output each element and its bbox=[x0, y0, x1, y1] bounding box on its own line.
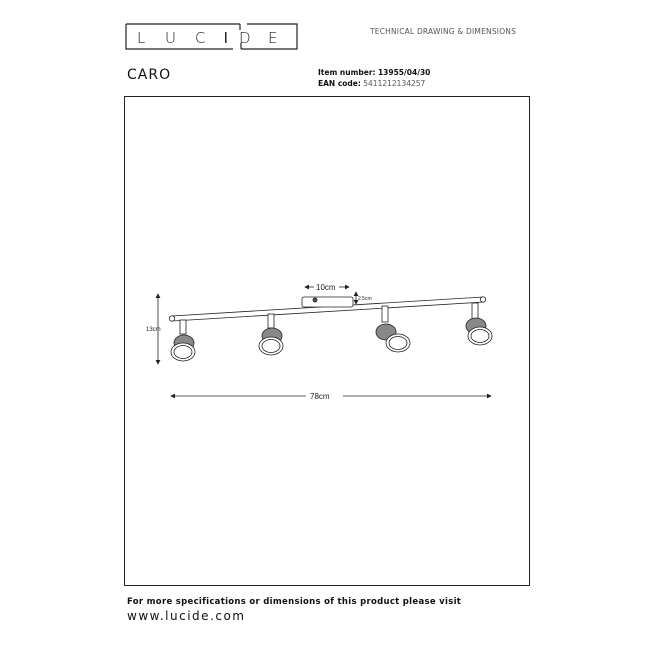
dim-length-label: 78cm bbox=[310, 392, 330, 401]
dim-height-label: 13cm bbox=[146, 327, 161, 333]
item-number-label: Item number: bbox=[318, 68, 376, 77]
drawing-frame bbox=[124, 96, 530, 586]
website-link[interactable]: www.lucide.com bbox=[127, 609, 246, 623]
svg-text:L: L bbox=[137, 29, 145, 47]
document-type: TECHNICAL DRAWING & DIMENSIONS bbox=[370, 27, 517, 36]
svg-text:E: E bbox=[268, 29, 277, 47]
svg-text:U: U bbox=[165, 29, 176, 47]
dim-width-label: 10cm bbox=[316, 283, 336, 292]
svg-text:C: C bbox=[195, 29, 205, 47]
ean-code: 5411212134257 bbox=[363, 79, 426, 88]
product-name: CARO bbox=[127, 67, 172, 83]
dim-depth-label: 2.5cm bbox=[358, 296, 372, 302]
lamp-illustration bbox=[168, 296, 493, 362]
footer-note: For more specifications or dimensions of… bbox=[127, 597, 462, 607]
ean-label: EAN code: bbox=[318, 79, 361, 88]
product-meta: Item number: 13955/04/30 EAN code: 54112… bbox=[318, 67, 430, 89]
item-number: 13955/04/30 bbox=[377, 68, 431, 77]
technical-drawing: 10cm 2.5cm 13cm 78cm bbox=[146, 283, 493, 401]
svg-text:D: D bbox=[239, 29, 251, 47]
dimension-lines bbox=[155, 284, 492, 399]
